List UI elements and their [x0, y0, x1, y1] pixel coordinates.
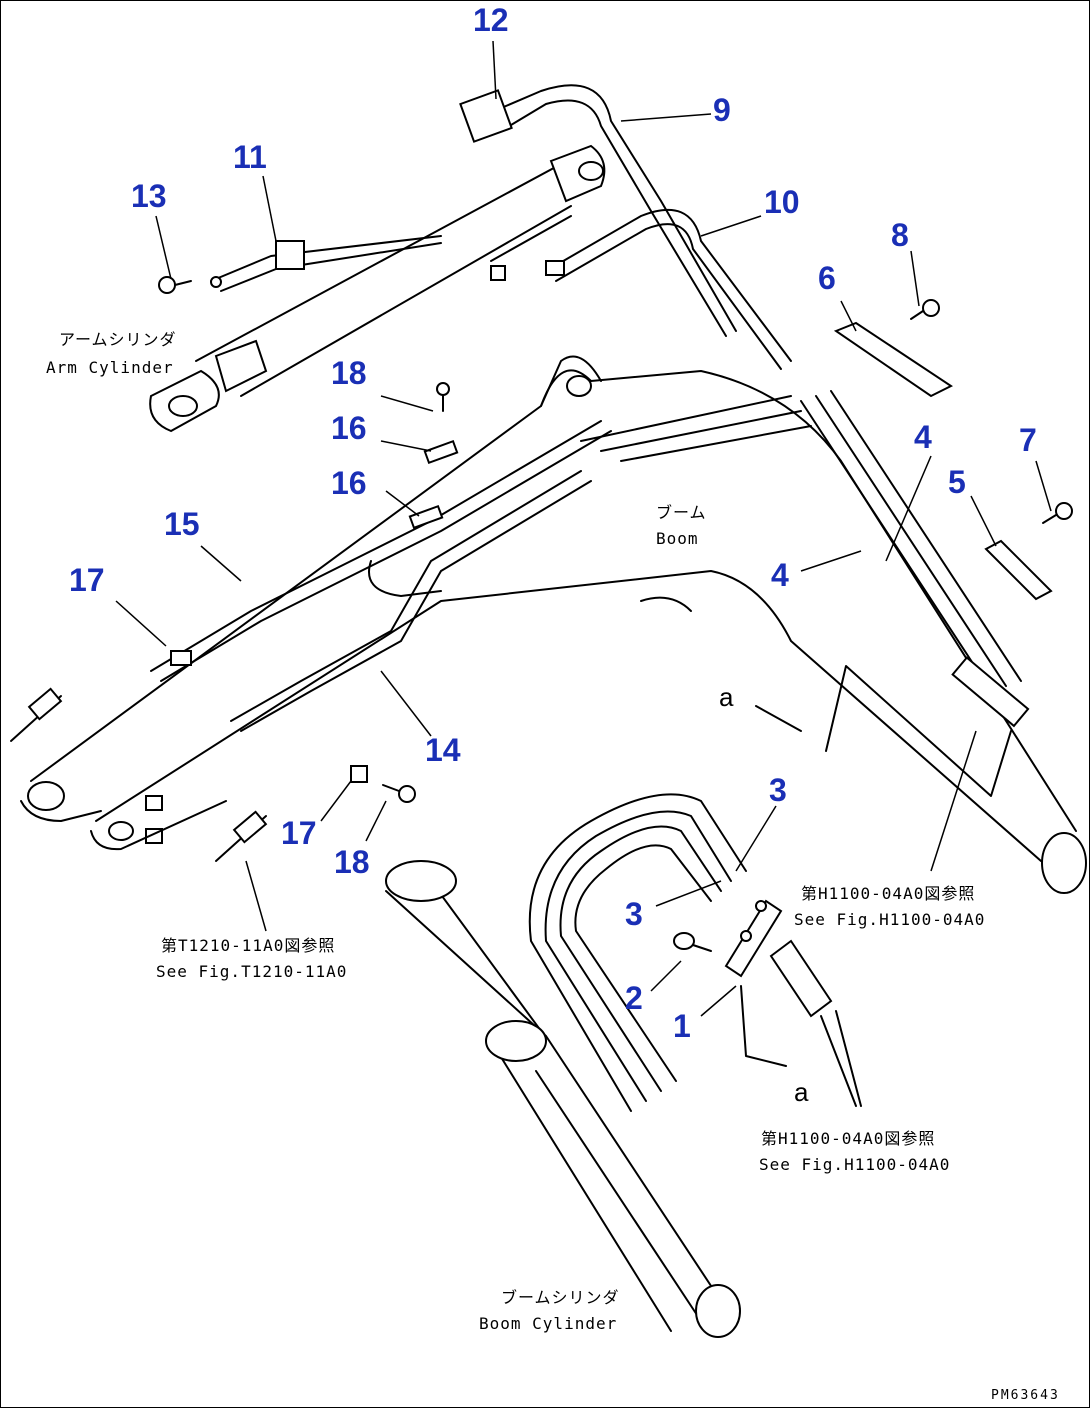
hose-11 [210, 235, 442, 292]
callout-10: 10 [764, 184, 800, 220]
parts-5-6-7-8 [833, 299, 1073, 601]
callout-18-upper: 18 [331, 355, 367, 391]
callout-5: 5 [948, 464, 966, 500]
callout-16-upper: 16 [331, 410, 367, 446]
fittings-left [10, 687, 268, 862]
callout-17-upper: 17 [69, 562, 105, 598]
ref-h1100-right-en: See Fig.H1100-04A0 [794, 910, 985, 929]
plate-1-and-bolt-2 [673, 899, 833, 1018]
ref-t1210-jp: 第T1210-11A0図参照 [161, 936, 335, 955]
callout-14: 14 [425, 732, 461, 768]
callout-16-lower: 16 [331, 465, 367, 501]
hose-10 [490, 208, 792, 370]
ref-h1100-bottom-en: See Fig.H1100-04A0 [759, 1155, 950, 1174]
callouts: 12 9 11 10 13 8 6 18 16 4 7 16 5 15 4 17… [69, 2, 1037, 1044]
reference-notes: 第H1100-04A0図参照 See Fig.H1100-04A0 第T1210… [156, 884, 1060, 1403]
view-a-label-upper: a [719, 682, 734, 712]
callout-2: 2 [625, 980, 643, 1016]
callout-11: 11 [233, 139, 267, 175]
callout-13: 13 [131, 178, 167, 214]
boom-label-jp: ブーム [656, 503, 707, 522]
arm-cylinder-label-en: Arm Cylinder [46, 358, 174, 377]
ref-t1210-en: See Fig.T1210-11A0 [156, 962, 347, 981]
boom-cylinder-label-en: Boom Cylinder [479, 1314, 617, 1333]
hoses-4 [800, 390, 1030, 728]
hoses-3 [528, 793, 747, 1112]
callout-15: 15 [164, 506, 200, 542]
hose-9 [459, 84, 737, 337]
ref-h1100-right-jp: 第H1100-04A0図参照 [801, 884, 975, 903]
boom [20, 355, 1087, 894]
callout-6: 6 [818, 260, 836, 296]
leader-lines [115, 40, 1052, 1017]
boom-label-en: Boom [656, 529, 699, 548]
boom-cylinder [385, 860, 741, 1338]
view-a-marks [740, 665, 1012, 1107]
callout-9: 9 [713, 92, 731, 128]
callout-4-lower: 4 [771, 557, 789, 593]
callout-8: 8 [891, 217, 909, 253]
boom-cylinder-label-jp: ブームシリンダ [501, 1288, 620, 1307]
callout-1: 1 [673, 1008, 691, 1044]
view-a-label-lower: a [794, 1077, 809, 1107]
callout-7: 7 [1019, 422, 1037, 458]
ref-h1100-bottom-jp: 第H1100-04A0図参照 [761, 1129, 935, 1148]
callout-18-lower: 18 [334, 844, 370, 880]
callout-3-lower: 3 [625, 896, 643, 932]
callout-4-upper: 4 [914, 419, 932, 455]
part-labels: アームシリンダ Arm Cylinder ブーム Boom ブームシリンダ Bo… [46, 330, 809, 1333]
callout-17-lower: 17 [281, 815, 317, 851]
callout-12: 12 [473, 2, 509, 38]
figure-code: PM63643 [991, 1388, 1060, 1403]
arm-cylinder [149, 144, 606, 433]
callout-3-upper: 3 [769, 772, 787, 808]
bolt-13 [158, 276, 192, 294]
arm-cylinder-label-jp: アームシリンダ [59, 330, 177, 349]
hoses-14-15 [150, 420, 612, 732]
clamps-and-bolts [170, 382, 459, 803]
